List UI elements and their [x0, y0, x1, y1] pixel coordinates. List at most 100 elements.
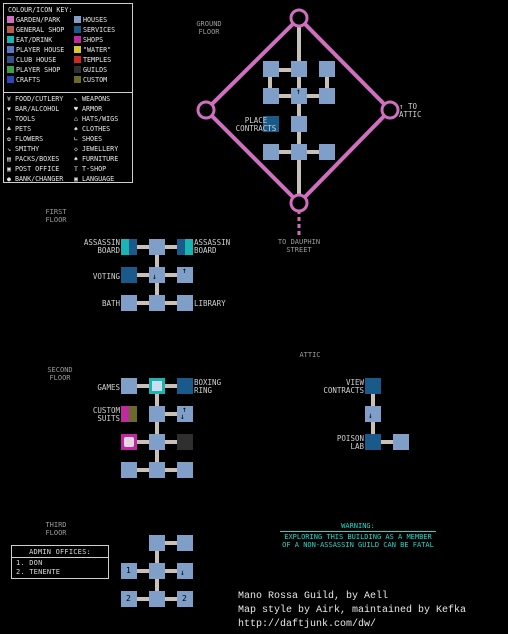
legend-entry: ↘SMITHY — [7, 145, 39, 153]
legend-label: "WATER" — [83, 46, 112, 54]
garden-node-bottom — [289, 193, 309, 213]
legend-swatch — [74, 76, 81, 83]
legend-label: PETS — [15, 125, 32, 133]
stairs-down-icon: ↓ — [368, 411, 373, 420]
legend-label: LANGUAGE — [82, 175, 115, 183]
guild-room[interactable] — [177, 434, 193, 450]
garden-node-left — [196, 100, 216, 120]
games-room[interactable] — [121, 378, 137, 394]
arrow-up-icon: ↑ — [399, 102, 404, 111]
room[interactable] — [319, 144, 335, 160]
legend-label: TOOLS — [15, 115, 36, 123]
room-number: 1 — [126, 566, 131, 575]
corridor — [155, 412, 184, 416]
room[interactable] — [149, 239, 165, 255]
room[interactable] — [149, 563, 165, 579]
stairs-room[interactable]: ↓ — [365, 406, 381, 422]
assassin-board-label-right: ASSASSIN BOARD — [194, 238, 231, 255]
room[interactable] — [149, 295, 165, 311]
room[interactable] — [291, 144, 307, 160]
poison-lab-room[interactable] — [365, 434, 381, 450]
legend-swatch — [74, 46, 81, 53]
bath-room[interactable] — [121, 295, 137, 311]
room[interactable] — [263, 88, 279, 104]
legend-swatch — [7, 56, 14, 63]
room[interactable] — [149, 535, 165, 551]
admin-office-room[interactable]: 2 — [177, 591, 193, 607]
credit-line: Map style by Airk, maintained by Kefka — [238, 605, 467, 616]
legend-label: FURNITURE — [82, 155, 119, 163]
warning-text: EXPLORING THIS BUILDING AS A MEMBER OF A… — [282, 533, 434, 549]
stairs-room[interactable]: ↑↓ — [177, 405, 193, 422]
room[interactable] — [291, 61, 307, 77]
view-contracts-room[interactable] — [365, 378, 381, 394]
admin-office-room[interactable]: 1 — [121, 563, 137, 579]
legend-swatch — [74, 56, 81, 63]
legend-label: CRAFTS — [16, 76, 41, 84]
shop-room[interactable] — [121, 434, 137, 450]
first-floor-label: FIRST FLOOR — [45, 208, 67, 224]
room[interactable] — [177, 462, 193, 478]
legend-label: TEMPLES — [83, 56, 112, 64]
flower-icon: ✿ — [7, 135, 11, 143]
warning-rule — [280, 531, 436, 532]
credit-link[interactable]: http://daftjunk.com/dw/ — [238, 619, 377, 630]
legend-title: COLOUR/ICON KEY: — [8, 6, 73, 14]
stairs-up-icon: ↑ — [296, 87, 301, 96]
legend-label: GENERAL SHOP — [16, 26, 65, 34]
corridor — [268, 68, 272, 96]
assassin-board-room-right[interactable] — [177, 239, 193, 255]
legend-swatch — [7, 36, 14, 43]
room[interactable] — [291, 116, 307, 132]
place-contracts-room[interactable] — [263, 116, 279, 132]
boxing-ring-room[interactable] — [177, 378, 193, 394]
room[interactable] — [177, 535, 193, 551]
corridor — [325, 68, 329, 96]
tools-icon: ¬ — [7, 115, 11, 123]
stairs-room[interactable]: ↑ — [177, 266, 193, 283]
stairs-room[interactable]: ↑ — [291, 87, 307, 104]
room[interactable] — [263, 61, 279, 77]
eat-drink-room[interactable] — [149, 378, 165, 394]
legend-label: PLAYER SHOP — [16, 66, 61, 74]
glass-icon: ▼ — [7, 105, 11, 113]
custom-suits-room[interactable] — [121, 406, 137, 422]
stairs-room[interactable]: ↓ — [177, 563, 193, 579]
assassin-board-label-left: ASSASSIN BOARD — [83, 238, 120, 255]
assassin-board-room-left[interactable] — [121, 239, 137, 255]
legend-entry: ♣PETS — [7, 125, 31, 133]
legend-label: BANK/CHANGER — [15, 175, 64, 183]
room[interactable] — [149, 462, 165, 478]
room[interactable] — [149, 591, 165, 607]
corridor — [371, 440, 401, 444]
stairs-room[interactable]: ↓ — [149, 267, 165, 283]
admin-office-item: 1. DON — [16, 559, 43, 567]
room[interactable] — [149, 406, 165, 422]
legend-label: POST OFFICE — [15, 165, 60, 173]
stairs-up-icon: ↑ — [182, 405, 187, 414]
garden-node-top — [289, 8, 309, 28]
legend-entry: ▣LANGUAGE — [74, 175, 114, 183]
legend-label: BAR/ALCOHOL — [15, 105, 60, 113]
legend-entry: "WATER" — [74, 46, 111, 54]
room[interactable] — [263, 144, 279, 160]
legend-swatch — [74, 66, 81, 73]
warning-title: WARNING: — [341, 522, 375, 530]
legend-entry: ⌂HATS/WIGS — [74, 115, 118, 123]
room[interactable] — [393, 434, 409, 450]
admin-office-room[interactable]: 2 — [121, 591, 137, 607]
legend-label: FLOWERS — [15, 135, 44, 143]
room[interactable] — [121, 462, 137, 478]
legend-label: CLOTHES — [82, 125, 111, 133]
legend-entry: ♠CLOTHES — [74, 125, 110, 133]
legend-label: FOOD/CUTLERY — [15, 95, 64, 103]
legend-entry: ♠FURNITURE — [74, 155, 118, 163]
room[interactable] — [319, 88, 335, 104]
legend-swatch — [7, 66, 14, 73]
voting-room[interactable] — [121, 267, 137, 283]
library-room[interactable] — [177, 295, 193, 311]
room[interactable] — [149, 434, 165, 450]
room[interactable] — [319, 61, 335, 77]
fork-icon: ¥ — [7, 95, 11, 103]
